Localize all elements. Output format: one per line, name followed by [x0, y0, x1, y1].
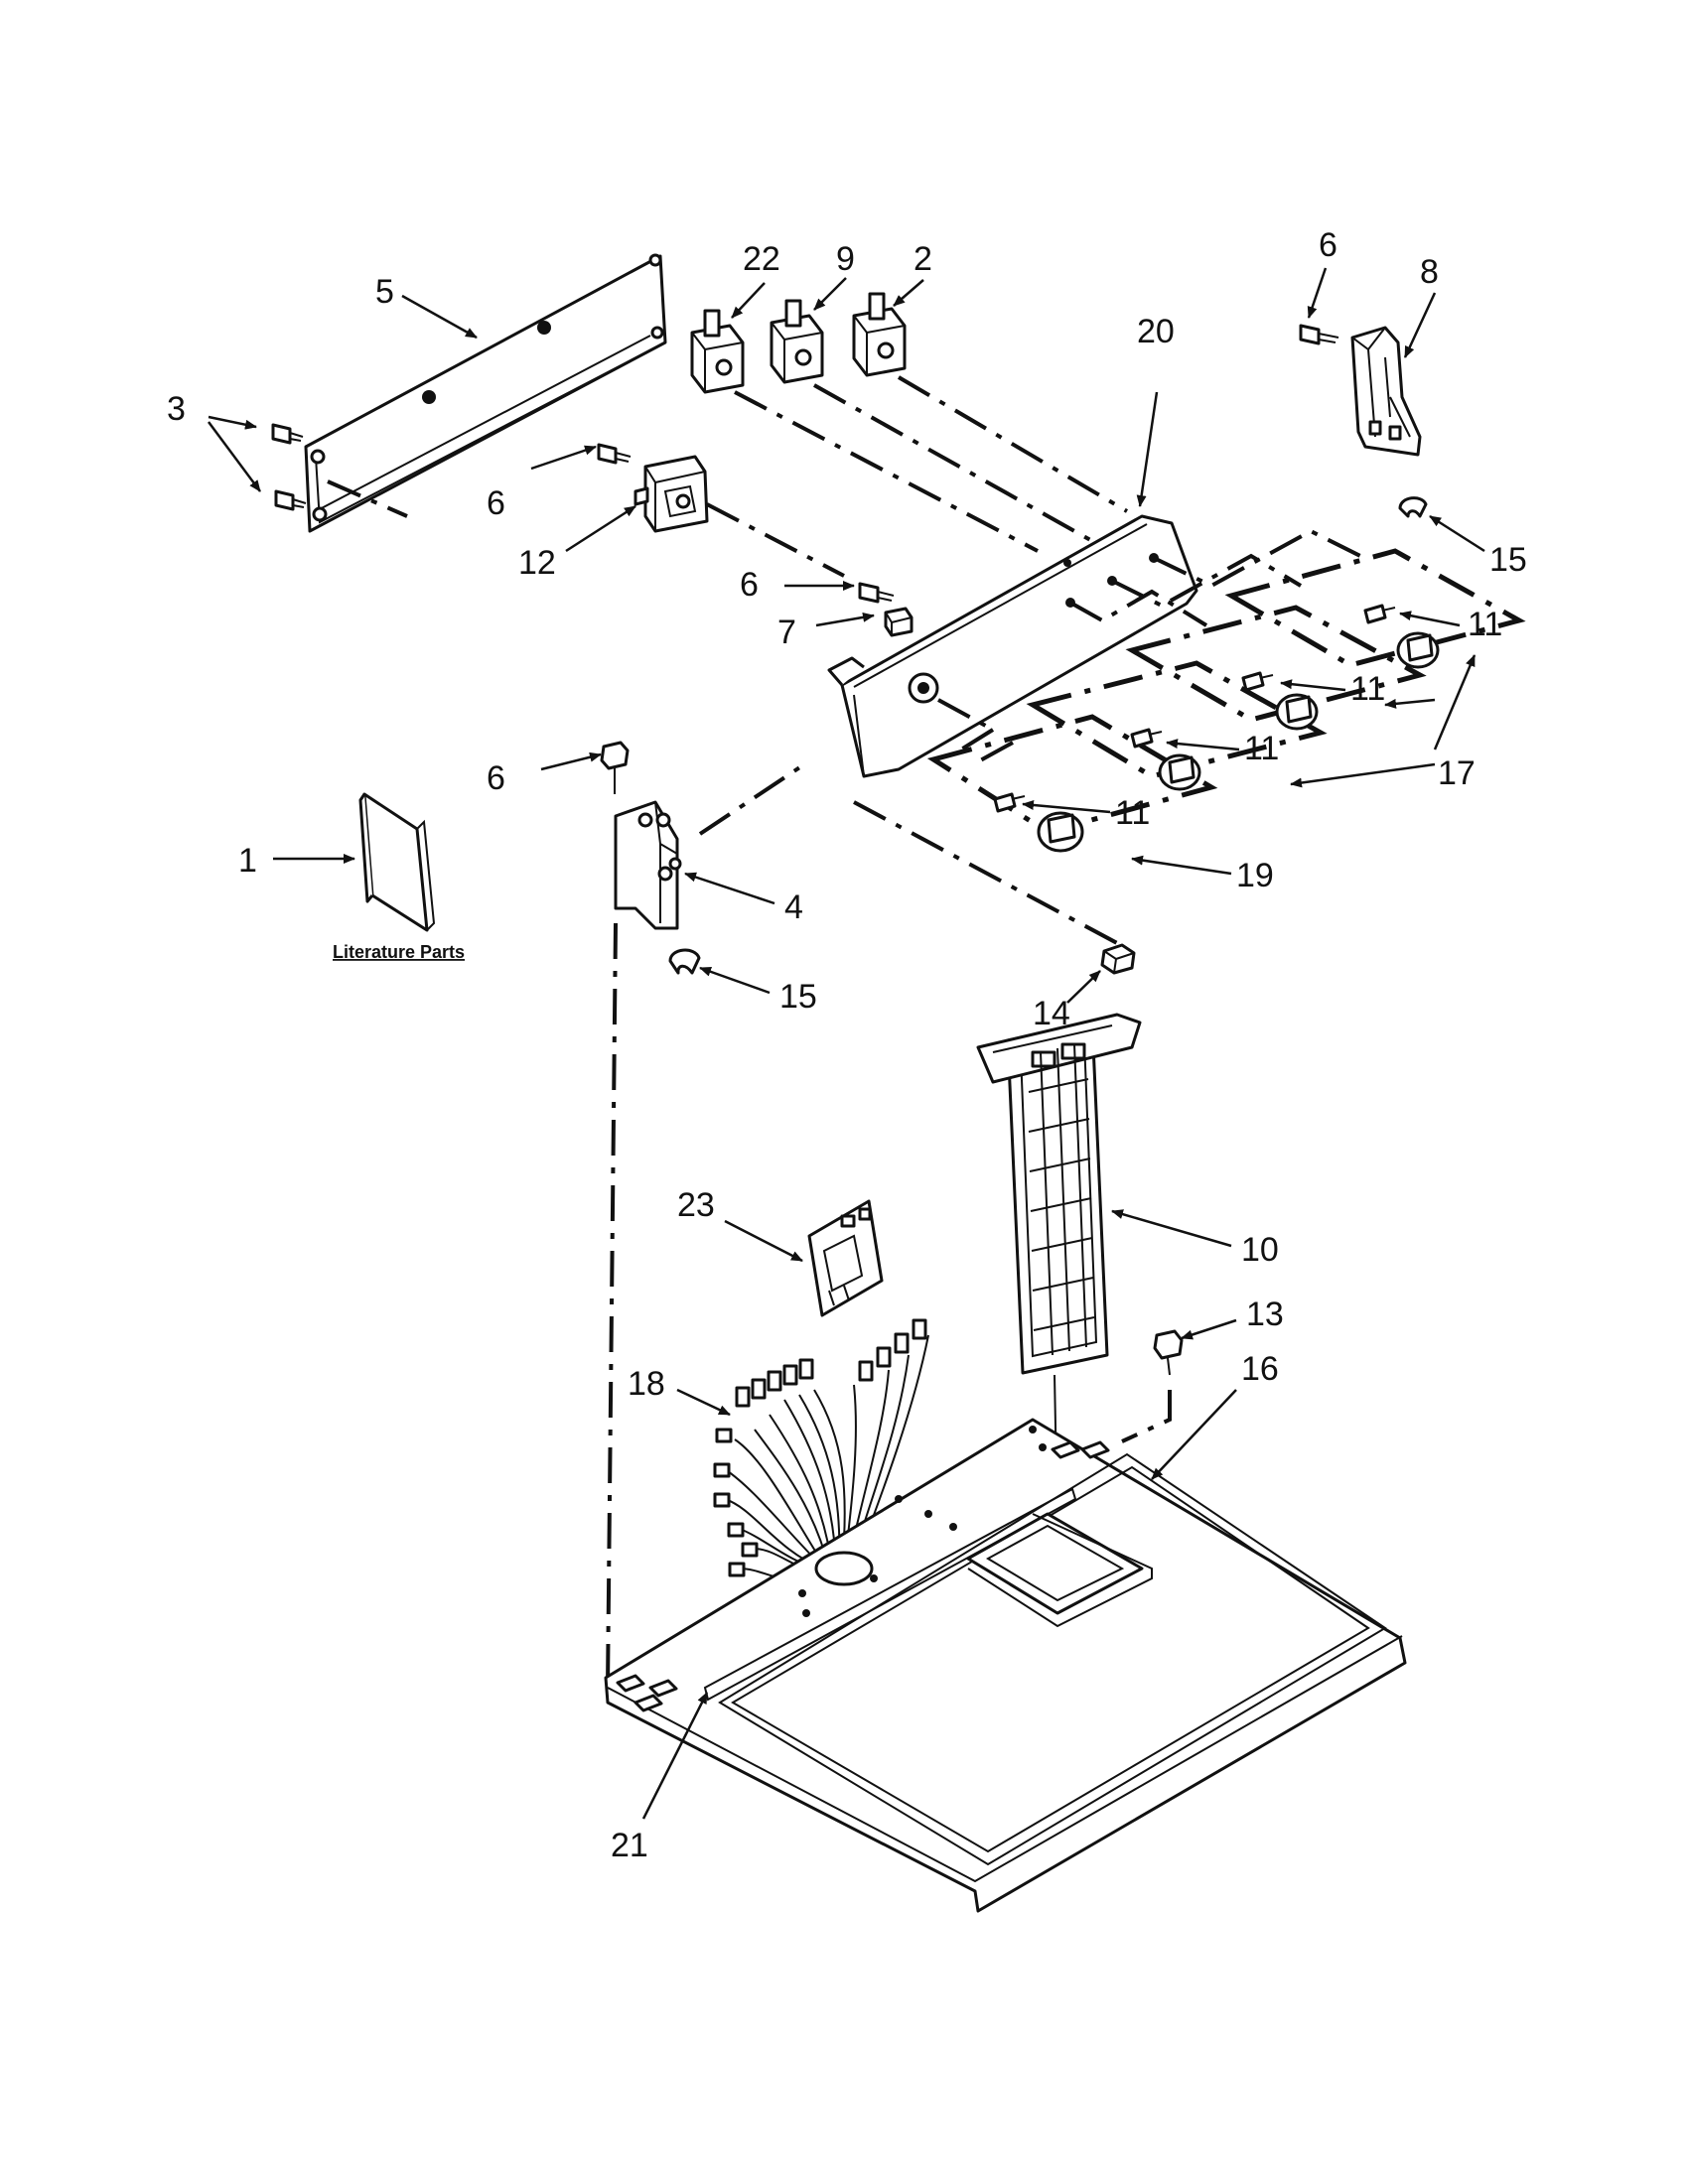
- leader-lines: [207, 267, 1485, 1820]
- clip-part-15-left: [668, 948, 701, 975]
- label-part-11-d: 11: [1115, 794, 1150, 832]
- literature-part-1: [358, 792, 436, 932]
- insert-part-11-c: [1130, 728, 1163, 749]
- label-part-11-b: 11: [1350, 670, 1385, 708]
- switch-part-2: [852, 292, 907, 377]
- label-part-22: 22: [743, 240, 780, 278]
- label-part-17: 17: [1438, 754, 1476, 792]
- label-part-6-bracket: 6: [1319, 226, 1337, 264]
- insert-part-11-d: [993, 792, 1026, 813]
- label-part-8: 8: [1420, 253, 1439, 291]
- console-panel-part-20: [827, 514, 1198, 778]
- screw-part-6-timer: [597, 443, 632, 465]
- screw-part-6-console: [858, 582, 895, 604]
- label-part-10: 10: [1241, 1231, 1279, 1269]
- label-part-2: 2: [914, 240, 932, 278]
- switch-part-9: [770, 299, 824, 384]
- insert-part-11-a: [1363, 604, 1396, 624]
- top-cover-part-16: [604, 1418, 1407, 1913]
- rear-panel-part-5: [304, 253, 667, 533]
- label-part-6-left: 6: [487, 759, 505, 797]
- label-part-11-c: 11: [1244, 730, 1279, 767]
- label-part-13: 13: [1246, 1296, 1284, 1333]
- switch-part-22: [690, 309, 745, 394]
- screw-part-6-left: [600, 741, 630, 794]
- screw-part-3-upper: [271, 423, 304, 445]
- knob-part-19-a: [1396, 631, 1440, 669]
- control-board-part-23: [807, 1199, 884, 1317]
- label-part-18: 18: [628, 1365, 665, 1403]
- label-part-1: 1: [238, 842, 257, 880]
- label-part-16: 16: [1241, 1350, 1279, 1388]
- bracket-part-4: [614, 800, 682, 930]
- knob-part-19-b: [1275, 693, 1319, 731]
- label-part-5: 5: [375, 273, 394, 311]
- label-part-15-left: 15: [779, 978, 817, 1016]
- label-part-12: 12: [518, 544, 556, 582]
- part-labels: 22 9 2 5 3 6 12 6 7 20 6 8 15 11 11 11 1…: [167, 226, 1527, 1864]
- label-part-6-upper: 6: [487, 484, 505, 522]
- label-part-21: 21: [611, 1827, 648, 1864]
- lint-screen-mesh: [1028, 1043, 1095, 1356]
- label-part-7: 7: [777, 614, 796, 651]
- literature-caption: Literature Parts: [333, 942, 465, 962]
- bracket-part-8: [1350, 326, 1422, 457]
- knob-part-19-c: [1158, 753, 1201, 791]
- label-part-23: 23: [677, 1186, 715, 1224]
- label-part-6-console: 6: [740, 566, 759, 604]
- label-part-4: 4: [784, 888, 803, 926]
- clip-part-7: [884, 607, 914, 637]
- insert-part-11-b: [1241, 671, 1274, 692]
- clip-part-15-right: [1398, 496, 1428, 518]
- screw-part-13: [1153, 1329, 1184, 1376]
- knob-part-19-d: [1037, 811, 1084, 853]
- label-part-20: 20: [1137, 313, 1175, 350]
- label-part-19: 19: [1236, 857, 1274, 894]
- label-part-3: 3: [167, 390, 186, 428]
- lint-screen-part-10: [976, 1013, 1142, 1375]
- label-part-9: 9: [836, 240, 855, 278]
- label-part-14: 14: [1033, 995, 1070, 1032]
- label-part-11-a: 11: [1468, 606, 1502, 643]
- screw-part-3-lower: [274, 489, 307, 511]
- label-part-15-right: 15: [1489, 541, 1527, 579]
- timer-part-12: [633, 455, 709, 533]
- screw-part-6-bracket: [1299, 324, 1339, 345]
- screw-part-14: [1100, 943, 1136, 975]
